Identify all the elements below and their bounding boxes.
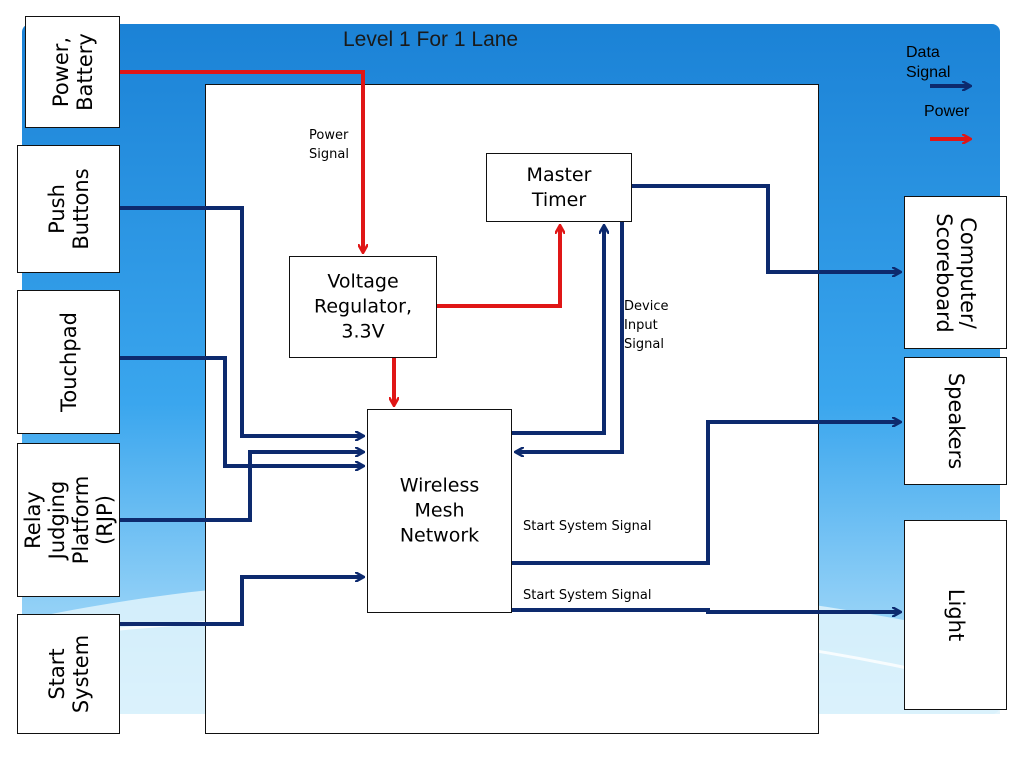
voltage-regulator-label: Voltage Regulator, 3.3V bbox=[314, 270, 412, 343]
voltage-regulator-box: Voltage Regulator, 3.3V bbox=[289, 256, 437, 358]
device-input-signal-label: Device Input Signal bbox=[624, 299, 669, 352]
rjp-box: Relay Judging Platform (RJP) bbox=[17, 443, 120, 597]
light-box: Light bbox=[904, 520, 1007, 710]
start-system-to-mesh-wire bbox=[120, 577, 363, 626]
diagram-title: Level 1 For 1 Lane bbox=[343, 28, 519, 51]
start-signal-label-upper: Start System Signal bbox=[523, 519, 652, 534]
push-buttons-to-mesh-wire bbox=[120, 206, 363, 436]
legend-data-label: Data Signal bbox=[906, 44, 951, 81]
master-timer-box: Master Timer bbox=[486, 153, 632, 222]
mesh-to-timer-wire bbox=[512, 226, 604, 435]
push-buttons-box: Push Buttons bbox=[17, 145, 120, 273]
touchpad-box: Touchpad bbox=[17, 290, 120, 434]
power-battery-box: Power, Battery bbox=[25, 16, 120, 128]
wireless-mesh-network-box: Wireless Mesh Network bbox=[367, 409, 512, 613]
computer-scoreboard-box: Computer/ Scoreboard bbox=[904, 196, 1007, 349]
master-timer-label: Master Timer bbox=[526, 163, 592, 211]
power-signal-label: Power Signal bbox=[309, 128, 349, 162]
regulator-to-timer-wire bbox=[437, 226, 560, 308]
start-system-box: Start System bbox=[17, 614, 120, 734]
mesh-to-speakers-wire bbox=[512, 422, 900, 565]
mesh-to-light-wire bbox=[512, 610, 900, 612]
legend-power-label: Power bbox=[924, 103, 970, 120]
start-signal-label-lower: Start System Signal bbox=[523, 588, 652, 603]
speakers-box: Speakers bbox=[904, 357, 1007, 485]
wireless-mesh-network-label: Wireless Mesh Network bbox=[399, 474, 480, 547]
touchpad-to-mesh-wire bbox=[120, 356, 363, 466]
timer-to-computer-wire bbox=[632, 184, 900, 272]
rjp-to-mesh-wire bbox=[120, 452, 363, 522]
battery-to-regulator-wire bbox=[120, 70, 363, 252]
timer-to-mesh-wire bbox=[516, 222, 624, 452]
